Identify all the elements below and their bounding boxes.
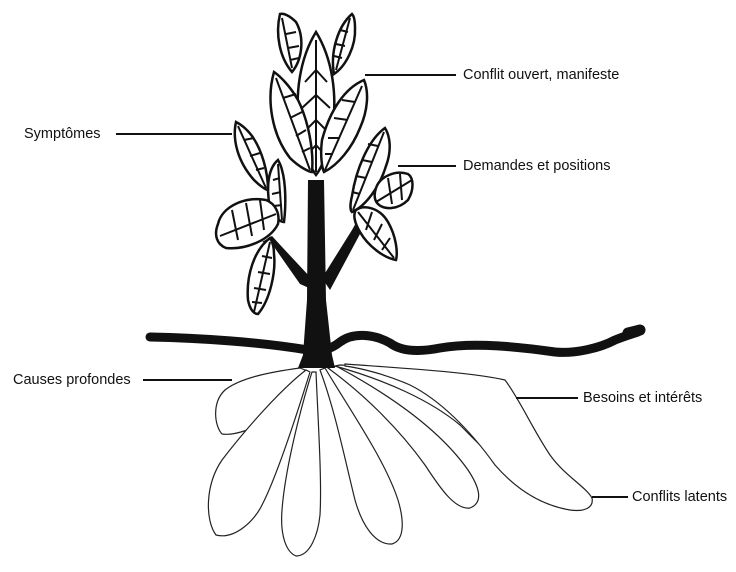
- label-conflit-ouvert: Conflit ouvert, manifeste: [463, 67, 619, 83]
- ground-line-end: [628, 330, 640, 333]
- label-conflits-latents: Conflits latents: [632, 489, 727, 505]
- leaf-lower-left: [248, 238, 275, 314]
- ground-line: [150, 332, 638, 352]
- label-demandes: Demandes et positions: [463, 158, 611, 174]
- leaf-top-left: [278, 14, 301, 72]
- roots: [208, 364, 592, 556]
- label-besoins: Besoins et intérêts: [583, 390, 702, 406]
- leader-lines: [116, 75, 628, 497]
- leaf-top-right: [333, 14, 355, 74]
- leaf-symptomes: [235, 122, 268, 190]
- label-causes: Causes profondes: [13, 372, 131, 388]
- leaf-lower-right: [354, 207, 396, 260]
- label-symptomes: Symptômes: [24, 126, 101, 142]
